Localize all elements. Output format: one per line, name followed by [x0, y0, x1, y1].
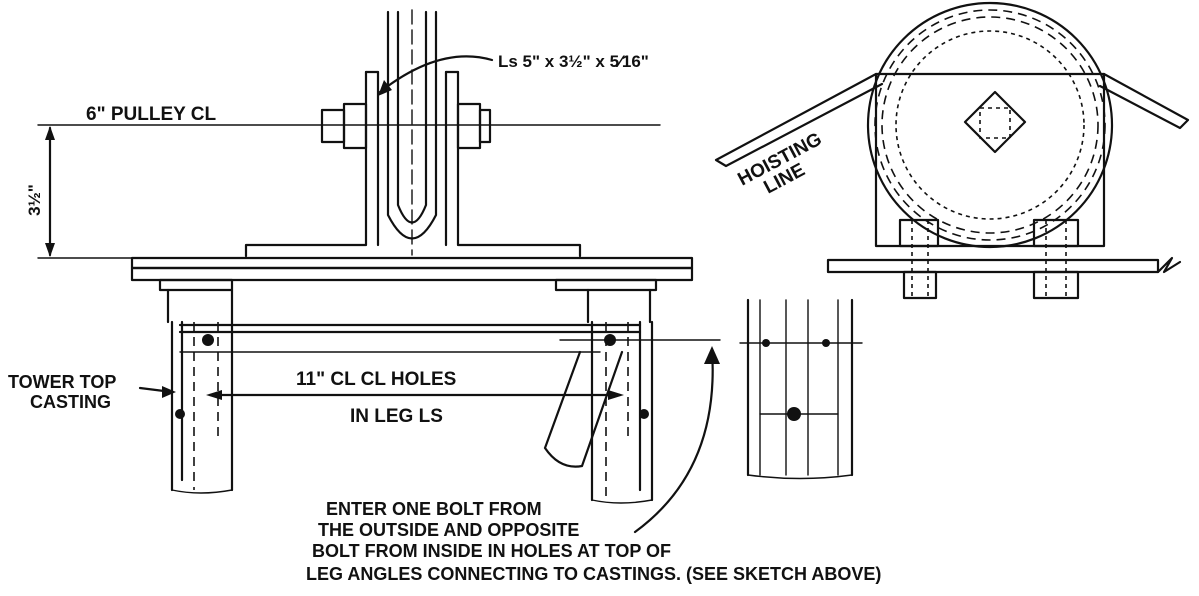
angles-label: Ls 5" x 3½" x 5⁄16"	[498, 52, 649, 71]
leg-sketch	[739, 298, 863, 480]
sketch-bolt-1	[762, 339, 770, 347]
bracket-body	[874, 72, 1106, 248]
dimension-label: 3½"	[25, 184, 44, 216]
bolt-hole-left	[202, 334, 214, 346]
bolt-nut-a2	[902, 270, 938, 300]
sketch-bolt-2	[822, 339, 830, 347]
left-leg-break	[171, 489, 233, 494]
casting-left-cap	[158, 278, 234, 292]
holes-label: 11" CL CL HOLES	[296, 369, 456, 390]
bolt-nut-a	[898, 218, 940, 248]
bolt-hole-left-lower	[175, 409, 185, 419]
bolt-nut-left	[342, 102, 368, 150]
note-line-1: ENTER ONE BOLT FROM	[326, 499, 542, 519]
casting-label: CASTING	[30, 392, 111, 412]
break-symbol	[1156, 256, 1182, 274]
left-leg-hidden	[193, 322, 219, 490]
sketch-outline	[746, 298, 854, 477]
sketch-break	[747, 474, 853, 480]
dimension-arrow-top	[45, 126, 55, 140]
dimension-arrow-bottom	[45, 243, 55, 257]
right-leg-break	[591, 499, 653, 504]
note-leader	[633, 348, 714, 534]
right-leg-top	[586, 288, 652, 324]
note-leader-arrow	[704, 346, 720, 364]
bolt-nut-b2	[1032, 270, 1080, 300]
axle-square	[963, 90, 1027, 154]
left-leg	[170, 320, 234, 492]
left-leg-top	[166, 288, 234, 324]
hoisting-line-left	[714, 72, 884, 168]
top-plate	[130, 256, 694, 270]
left-angle	[244, 70, 368, 258]
note-line-4: LEG ANGLES CONNECTING TO CASTINGS. (SEE …	[306, 564, 881, 584]
right-angle	[456, 70, 582, 258]
bolt-nut-b	[1032, 218, 1080, 248]
sketch-bolt-3	[787, 407, 801, 421]
hoisting-line-right	[1098, 72, 1190, 130]
casting-right-cap	[554, 278, 658, 292]
pulley-groove-hidden	[895, 30, 1085, 220]
bolt-end-right	[478, 108, 492, 144]
top-plate-lower	[130, 266, 694, 282]
pulley-outer-hidden	[874, 9, 1106, 241]
holes-arrow-right	[608, 390, 624, 400]
axle-hidden	[979, 107, 1011, 139]
bolt-head-left	[320, 108, 346, 144]
sketch-members	[759, 299, 839, 476]
note-line-3: BOLT FROM INSIDE IN HOLES AT TOP OF	[312, 541, 671, 561]
leg-ls-label: IN LEG LS	[350, 406, 443, 427]
bolt-hole-right-lower	[639, 409, 649, 419]
bolt-nut-right	[456, 102, 482, 150]
angles-leader	[378, 55, 494, 94]
pulley-cl-label: 6" PULLEY CL	[86, 104, 216, 125]
note-line-2: THE OUTSIDE AND OPPOSITE	[318, 520, 579, 540]
front-elevation	[37, 9, 721, 504]
angles-leader-arrow	[378, 80, 392, 96]
right-leg-hidden	[605, 322, 629, 500]
pulley-outline	[866, 1, 1114, 249]
end-view	[714, 1, 1190, 300]
tower-top-label: TOWER TOP	[8, 372, 116, 392]
tower-top-arrow	[162, 386, 176, 398]
holes-arrow-left	[206, 390, 222, 400]
diagonal-brace	[543, 350, 624, 468]
base-plate	[826, 258, 1160, 274]
pulley-rim-hidden	[881, 16, 1099, 234]
